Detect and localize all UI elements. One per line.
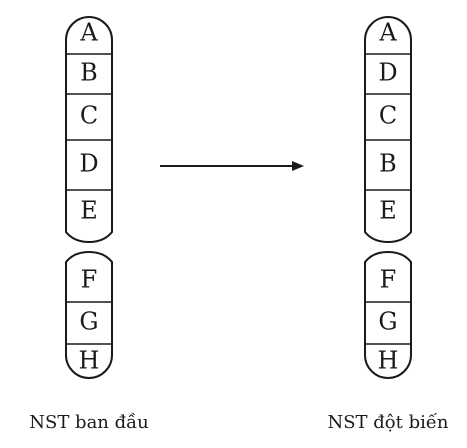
original-segment-label: B — [80, 59, 98, 87]
original-segment-label: E — [80, 197, 98, 225]
original-segment-label: G — [79, 308, 98, 336]
original-chromosome: A B C D E F G H — [65, 16, 113, 379]
transformation-arrow — [160, 161, 304, 171]
original-chromosome-lower-arm — [65, 250, 113, 379]
mutant-chromosome: A D C B E F G H — [364, 16, 412, 379]
mutant-chromosome-lower-arm — [364, 250, 412, 379]
mutant-segment-label: A — [378, 19, 397, 47]
original-caption: NST ban đầu — [29, 412, 149, 433]
mutant-segment-label: G — [378, 308, 397, 336]
mutant-segment-label: E — [379, 197, 397, 225]
mutant-segment-label: C — [379, 102, 397, 130]
arrow-head-icon — [292, 161, 304, 171]
mutant-segment-label: F — [380, 266, 397, 294]
original-chromosome-upper-arm — [65, 16, 113, 244]
original-segment-label: F — [81, 266, 98, 294]
original-segment-label: C — [80, 102, 98, 130]
mutant-segment-label: H — [378, 347, 399, 375]
original-segment-label: A — [79, 19, 98, 47]
mutant-segment-label: B — [379, 150, 397, 178]
mutant-chromosome-upper-arm — [364, 16, 412, 244]
mutant-segment-label: D — [378, 59, 397, 87]
mutant-caption: NST đột biến — [327, 412, 448, 433]
original-segment-label: D — [79, 150, 98, 178]
original-segment-label: H — [79, 347, 100, 375]
